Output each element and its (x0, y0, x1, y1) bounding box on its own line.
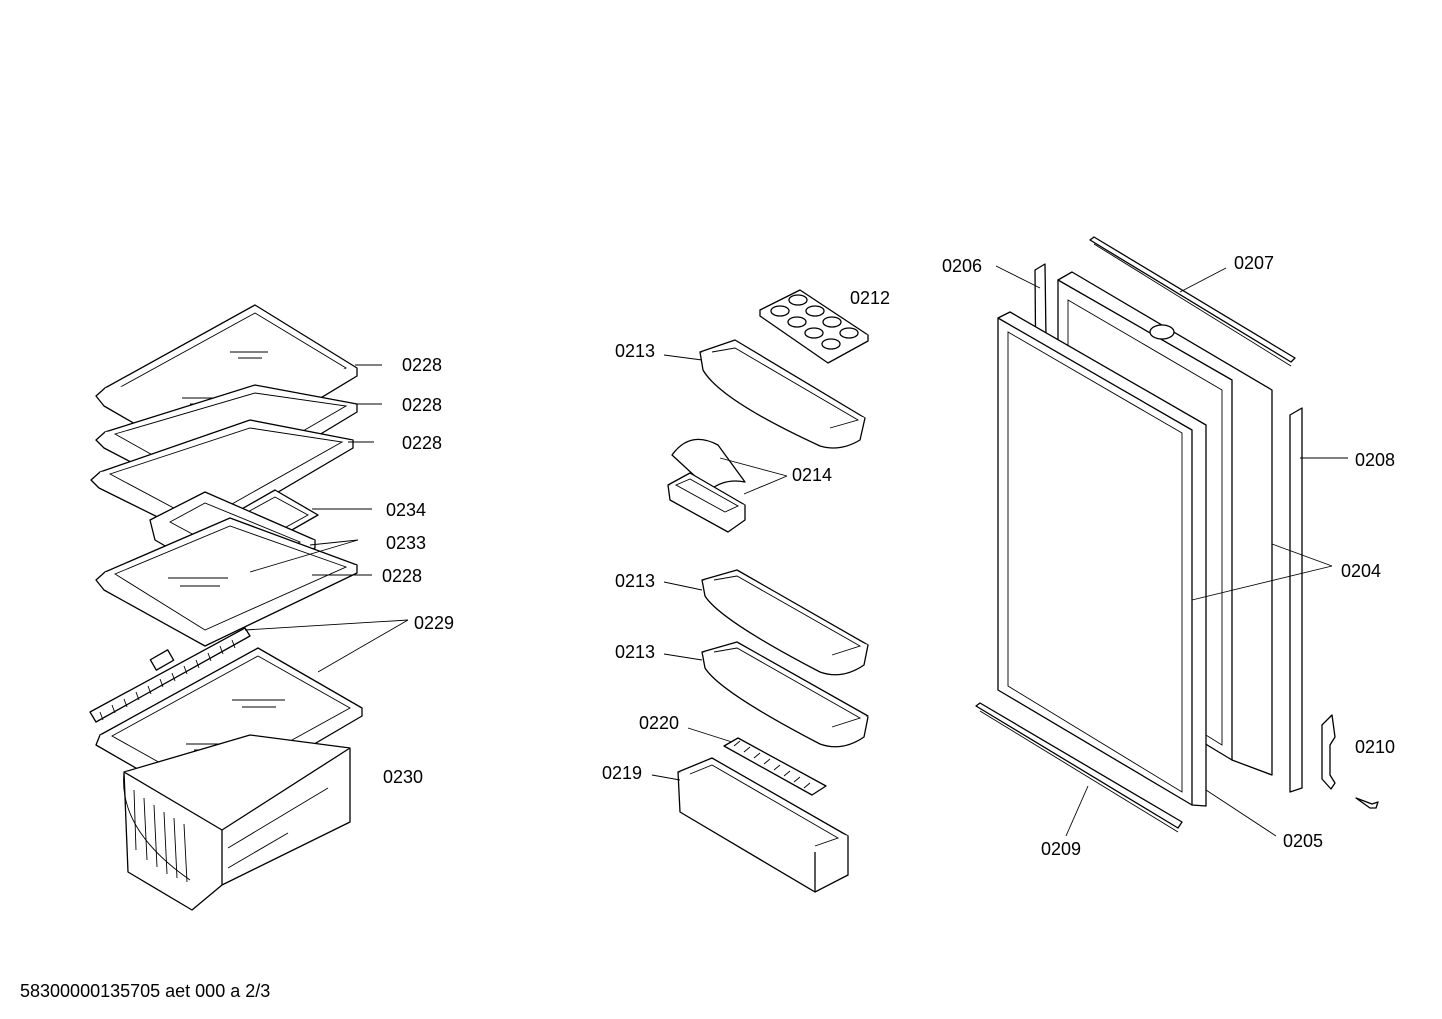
label-0228-shelf-3: 0228 (402, 433, 442, 453)
label-0207: 0207 (1234, 253, 1274, 273)
label-0206: 0206 (942, 256, 982, 276)
door-shelf-top (699, 339, 866, 449)
label-0213-mid: 0213 (615, 571, 655, 591)
shelf-4 (95, 517, 358, 647)
label-0228-shelf-1: 0228 (402, 355, 442, 375)
door-shelf-mid (701, 569, 869, 676)
butter-box (667, 438, 746, 533)
label-0208: 0208 (1355, 450, 1395, 470)
document-reference: 58300000135705 aet 000 a 2/3 (20, 981, 270, 1001)
hinge (1321, 714, 1379, 809)
door-shelf-low (701, 641, 869, 748)
leader-lines (244, 265, 1348, 837)
top-rail (1089, 236, 1296, 367)
label-0220: 0220 (639, 713, 679, 733)
label-0204: 0204 (1341, 561, 1381, 581)
bottle-shelf (677, 757, 849, 893)
shelf-3 (90, 419, 354, 539)
crisper-drawer (123, 734, 351, 911)
hinge-strip-right (1289, 407, 1303, 793)
label-0234: 0234 (386, 500, 426, 520)
label-0229: 0229 (414, 613, 454, 633)
egg-tray (759, 289, 869, 364)
label-0228-shelf-2: 0228 (402, 395, 442, 415)
bottle-retainer (723, 737, 827, 796)
label-0205: 0205 (1283, 831, 1323, 851)
bottom-rail (975, 702, 1183, 833)
label-0228-shelf-4: 0228 (382, 566, 422, 586)
label-0210: 0210 (1355, 737, 1395, 757)
door-frame-gasket (997, 311, 1207, 807)
label-0233: 0233 (386, 533, 426, 553)
label-0230: 0230 (383, 767, 423, 787)
label-0209: 0209 (1041, 839, 1081, 859)
label-0212: 0212 (850, 288, 890, 308)
label-0213-low: 0213 (615, 642, 655, 662)
label-0213-top: 0213 (615, 341, 655, 361)
label-0214: 0214 (792, 465, 832, 485)
label-0219: 0219 (602, 763, 642, 783)
